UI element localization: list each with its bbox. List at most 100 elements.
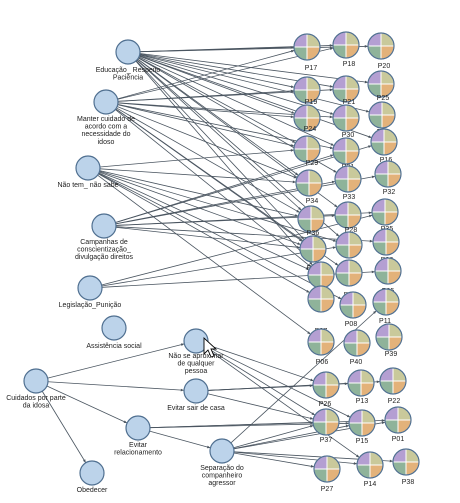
participant-node-ring[interactable]: [312, 371, 340, 399]
participant-node-p15[interactable]: P15: [348, 409, 376, 445]
participant-node-ring[interactable]: [293, 104, 321, 132]
participant-node-p20[interactable]: P20: [367, 32, 395, 70]
code-node-obedecer[interactable]: Obedecer: [77, 460, 108, 494]
participant-node-p07[interactable]: P07: [307, 285, 335, 335]
participant-node-ring[interactable]: [367, 70, 395, 98]
code-node-circle[interactable]: [209, 438, 235, 464]
code-node-circle[interactable]: [125, 415, 151, 441]
participant-node-p26[interactable]: P26: [312, 371, 340, 408]
participant-node-p39[interactable]: P39: [375, 323, 403, 358]
participant-node-ring[interactable]: [339, 291, 367, 319]
participant-node-p27[interactable]: P27: [313, 455, 341, 493]
code-node-circle[interactable]: [183, 328, 209, 354]
participant-node-p04[interactable]: P04: [299, 235, 327, 272]
participant-node-p21[interactable]: P21: [332, 75, 360, 106]
participant-node-ring[interactable]: [313, 455, 341, 483]
participant-node-p06[interactable]: P06: [307, 328, 335, 366]
participant-node-p08[interactable]: P08: [339, 291, 367, 328]
participant-node-ring[interactable]: [335, 231, 363, 259]
participant-node-p22[interactable]: P22: [379, 367, 407, 405]
participant-node-ring[interactable]: [392, 448, 420, 476]
participant-node-ring[interactable]: [368, 101, 396, 129]
participant-node-ring[interactable]: [375, 323, 403, 351]
participant-node-ring[interactable]: [312, 408, 340, 436]
code-node-circle[interactable]: [93, 89, 119, 115]
participant-node-ring[interactable]: [384, 406, 412, 434]
participant-node-ring[interactable]: [379, 367, 407, 395]
participant-node-ring[interactable]: [348, 409, 376, 437]
arrowhead-campanhas-P03: [369, 239, 374, 243]
arrowhead-educ-P19: [290, 85, 295, 88]
code-node-circle[interactable]: [75, 155, 101, 181]
code-node-circle[interactable]: [79, 460, 105, 486]
participant-node-p40[interactable]: P40: [343, 329, 371, 366]
participant-node-ring[interactable]: [334, 201, 362, 229]
code-node-circle[interactable]: [101, 315, 127, 341]
participant-node-p34[interactable]: P34: [295, 169, 323, 205]
participant-node-ring[interactable]: [293, 33, 321, 61]
participant-node-ring[interactable]: [374, 160, 402, 188]
participant-node-ring[interactable]: [293, 135, 321, 163]
participant-node-p18[interactable]: P18: [332, 31, 360, 68]
participant-node-p19[interactable]: P19: [293, 76, 321, 106]
participant-node-ring[interactable]: [374, 257, 402, 285]
participant-node-p16[interactable]: P16: [370, 128, 398, 164]
participant-node-ring[interactable]: [372, 288, 400, 316]
participant-node-ring[interactable]: [347, 369, 375, 397]
code-node-circle[interactable]: [91, 213, 117, 239]
participant-node-p11[interactable]: P11: [372, 288, 400, 325]
participant-node-p03[interactable]: P03: [372, 228, 400, 264]
code-node-evitarsair[interactable]: Evitar sair de casa: [167, 378, 225, 412]
participant-node-ring[interactable]: [371, 198, 399, 226]
participant-node-ring[interactable]: [299, 235, 327, 263]
participant-node-ring[interactable]: [372, 228, 400, 256]
participant-node-ring[interactable]: [332, 31, 360, 59]
participant-node-p14[interactable]: P14: [356, 451, 384, 488]
edge-naotem-P07: [98, 173, 310, 293]
participant-node-p17[interactable]: P17: [293, 33, 321, 72]
participant-node-p24[interactable]: P24: [293, 104, 321, 133]
participant-node-p38[interactable]: P38: [392, 448, 420, 486]
participant-node-ring[interactable]: [332, 75, 360, 103]
participant-node-ring[interactable]: [293, 76, 321, 104]
participant-node-ring[interactable]: [295, 169, 323, 197]
participant-node-ring[interactable]: [343, 329, 371, 357]
code-node-legislacao[interactable]: Legislação_Punição: [59, 275, 122, 309]
code-node-naotem[interactable]: Não tem_ não sabe: [57, 155, 119, 189]
participant-node-ring[interactable]: [332, 104, 360, 132]
participant-node-ring[interactable]: [307, 285, 335, 313]
participant-node-p32[interactable]: P32: [374, 160, 402, 196]
participant-node-p35[interactable]: P35: [371, 198, 399, 233]
participant-node-ring[interactable]: [335, 259, 363, 287]
participant-node-ring[interactable]: [367, 32, 395, 60]
participant-node-ring[interactable]: [297, 205, 325, 233]
code-node-label-line: necessidade do: [81, 131, 130, 138]
participant-node-p29[interactable]: P29: [293, 135, 321, 167]
code-node-circle[interactable]: [77, 275, 103, 301]
participant-node-p33[interactable]: P33: [334, 165, 362, 201]
participant-node-ring[interactable]: [334, 165, 362, 193]
participant-node-p01[interactable]: P01: [384, 406, 412, 443]
participant-node-p28[interactable]: P28: [334, 201, 362, 234]
participant-node-p25[interactable]: P25: [367, 70, 395, 102]
participant-node-ring[interactable]: [356, 451, 384, 479]
participant-label: P15: [356, 438, 369, 445]
participant-node-ring[interactable]: [307, 328, 335, 356]
participant-node-p37[interactable]: P37: [312, 408, 340, 444]
participant-node-p36[interactable]: P36: [297, 205, 325, 237]
code-node-assistencia[interactable]: Assistência social: [86, 315, 142, 350]
participant-node-ring[interactable]: [332, 137, 360, 165]
code-node-circle[interactable]: [23, 368, 49, 394]
participant-node-p30[interactable]: P30: [332, 104, 360, 139]
participant-node-ring[interactable]: [370, 128, 398, 156]
participant-node-p13[interactable]: P13: [347, 369, 375, 405]
code-node-circle[interactable]: [115, 39, 141, 65]
code-node-circle[interactable]: [183, 378, 209, 404]
